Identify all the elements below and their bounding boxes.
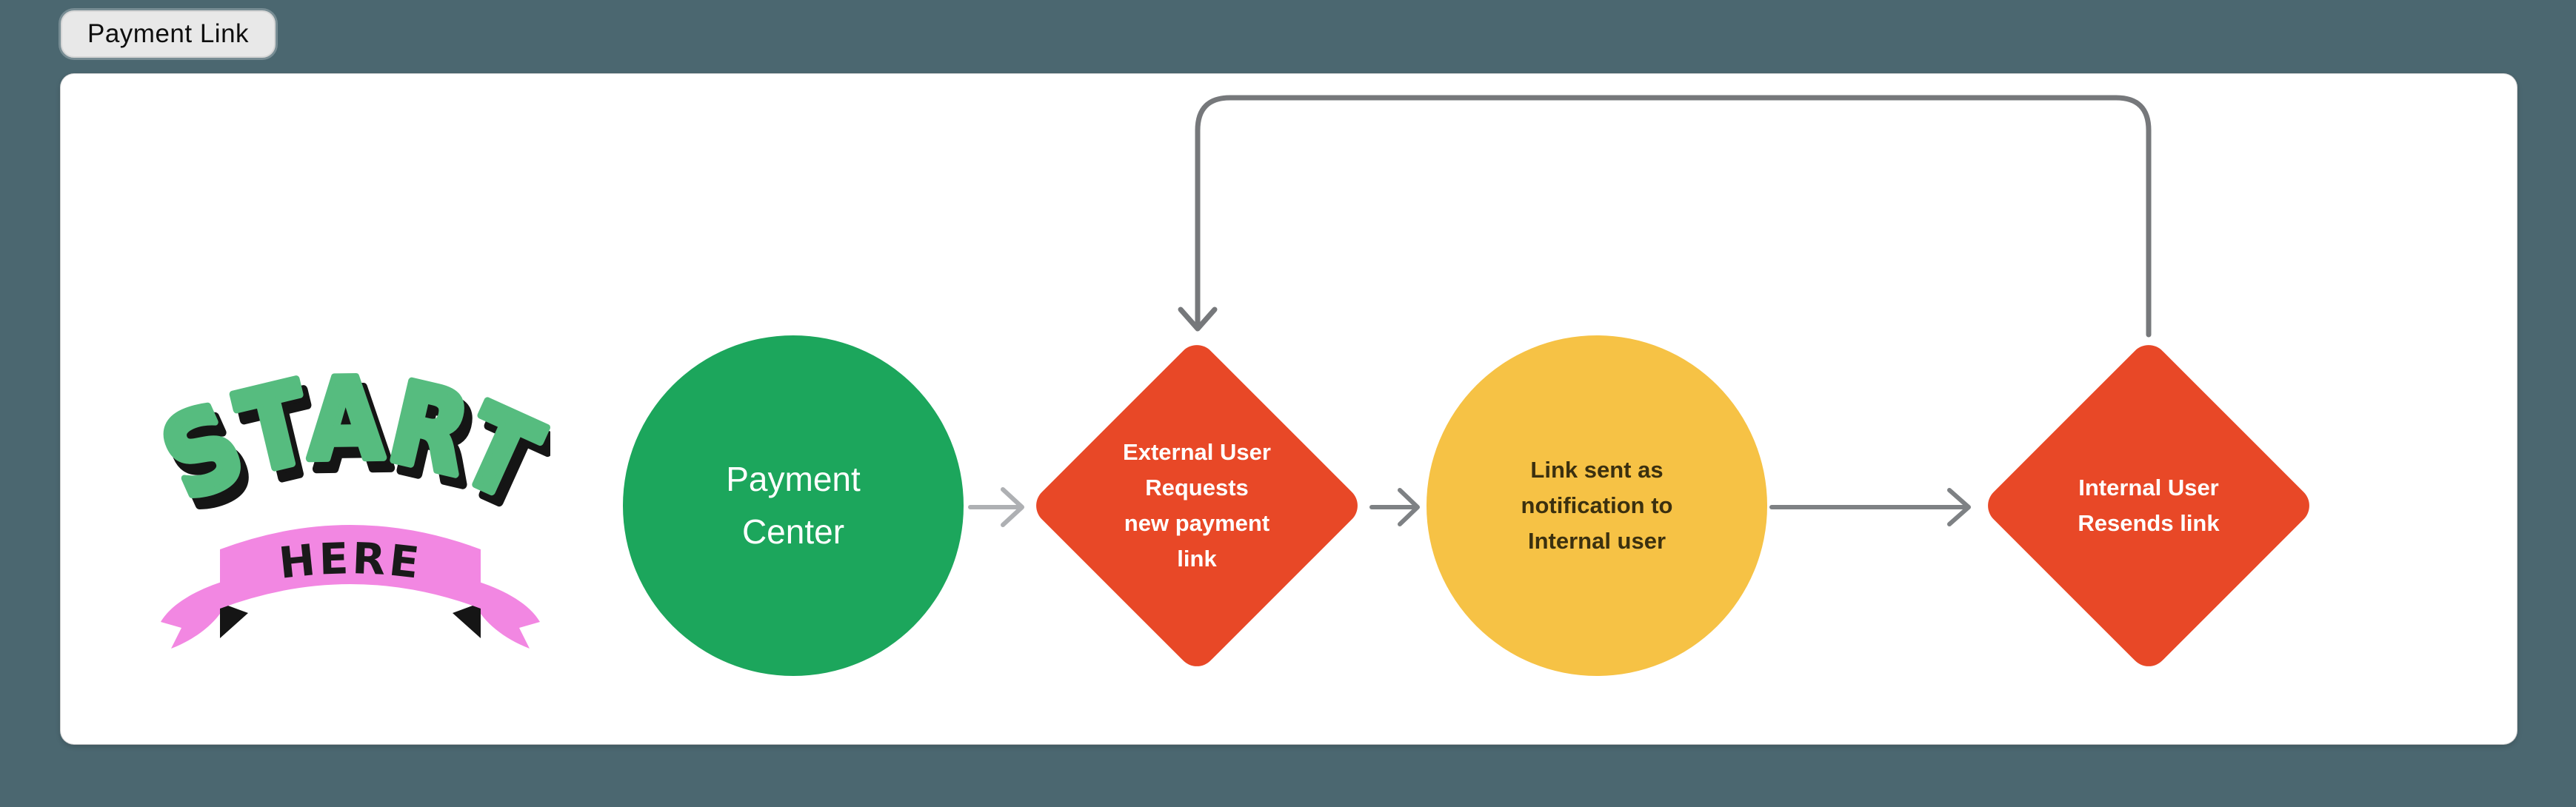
connector-internal-user-loop-to-external-user[interactable] [1178,95,2152,338]
ribbon-fold-left [220,603,248,638]
ribbon-tail-left [161,582,226,649]
ribbon-tail-right [475,582,540,649]
sticker-arch-text: START [150,363,550,526]
node-payment-center[interactable] [623,335,964,676]
connector-external-user-to-link-sent[interactable] [1369,488,1420,526]
sticker-banner-text: HERE [276,533,424,589]
ribbon-band [220,525,481,609]
connector-link-sent-to-internal-user[interactable] [1769,488,1971,526]
connector-payment-center-to-external-user[interactable] [968,487,1024,527]
ribbon-fold-right [453,603,481,638]
section-label-text: Payment Link [87,19,250,48]
start-here-sticker[interactable]: START START HERE [150,363,550,652]
node-link-sent-notification[interactable] [1427,335,1767,676]
section-label-pill[interactable]: Payment Link [61,10,276,58]
